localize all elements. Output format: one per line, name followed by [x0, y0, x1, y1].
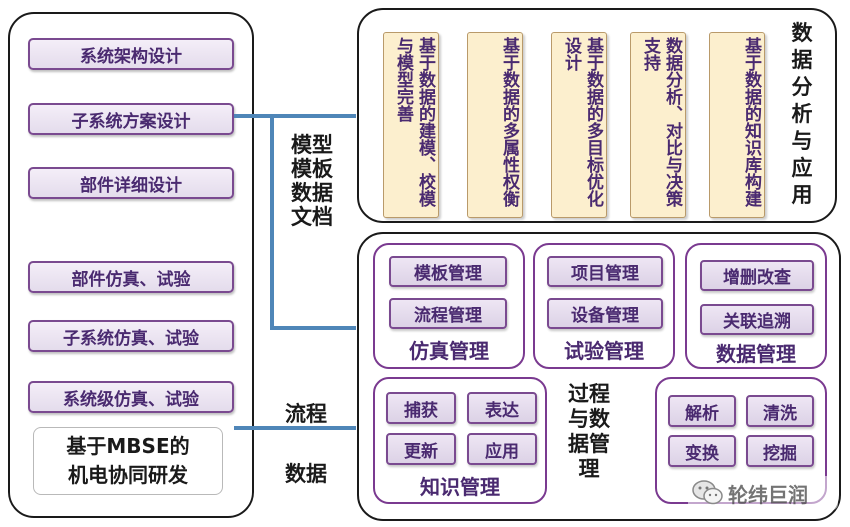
title-char-6: 应 [791, 156, 813, 180]
mbse-collaborative-rd-box: 基于MBSE的 机电协同研发 [33, 427, 223, 495]
data-management-title: 数据管理 [716, 342, 796, 366]
subsystem-simulation-test: 子系统仿真、试验 [28, 320, 234, 352]
data-label: 数据 [285, 462, 327, 486]
simulation-management-title: 仿真管理 [409, 339, 489, 363]
apply-button: 应用 [467, 433, 537, 465]
center-label-line2: 与数 [568, 407, 610, 431]
watermark: 轮纬巨润 [688, 476, 838, 510]
mbse-line2: 机电协同研发 [68, 463, 188, 487]
template-management-button: 模板管理 [389, 256, 507, 287]
data-management-group: 增删改查 关联追溯 数据管理 [685, 243, 827, 369]
title-char-3: 分 [791, 75, 813, 99]
equipment-management-button: 设备管理 [547, 298, 663, 329]
clean-button: 清洗 [746, 395, 814, 427]
column-modeling-text: 基于数据的建模、校模与模型完善 [393, 37, 435, 207]
process-label: 流程 [285, 402, 327, 426]
center-label-line3: 据管 [568, 432, 610, 456]
data-mining-group: 解析 清洗 变换 挖掘 [655, 377, 827, 504]
data-analysis-panel: 基于数据的建模、校模与模型完善 基于数据的多属性权衡 基于数据的多目标优化设计 … [357, 8, 837, 223]
column-multi-attribute-text: 基于数据的多属性权衡 [499, 37, 519, 207]
title-char-4: 析 [791, 102, 813, 126]
label-data: 数据 [291, 181, 333, 205]
transform-button: 变换 [668, 435, 736, 467]
update-button: 更新 [386, 433, 456, 465]
knowledge-management-group: 捕获 表达 更新 应用 知识管理 [373, 377, 547, 504]
crud-button: 增删改查 [700, 260, 814, 291]
knowledge-management-title: 知识管理 [420, 475, 500, 499]
column-knowledge-base-text: 基于数据的知识库构建 [741, 37, 761, 207]
column-decision-support-text: 数据分析、对比与决策支持 [640, 37, 682, 207]
system-architecture-design: 系统架构设计 [28, 38, 234, 70]
column-multi-objective-text: 基于数据的多目标优化设计 [561, 37, 603, 207]
column-modeling: 基于数据的建模、校模与模型完善 [383, 32, 439, 218]
label-model: 模型 [291, 133, 333, 157]
title-char-2: 据 [791, 48, 813, 72]
process-management-button: 流程管理 [389, 298, 507, 329]
wechat-icon [692, 480, 723, 505]
column-multi-attribute: 基于数据的多属性权衡 [467, 32, 523, 218]
label-document: 文档 [291, 205, 333, 229]
project-management-button: 项目管理 [547, 256, 663, 287]
connector-vertical [270, 116, 274, 330]
mining-button: 挖掘 [746, 435, 814, 467]
model-template-data-doc-label: 模型 模板 数据 文档 [288, 133, 336, 229]
column-multi-objective: 基于数据的多目标优化设计 [551, 32, 607, 218]
connector-bottom-horizontal [234, 426, 356, 430]
connector-mid-horizontal [270, 326, 356, 330]
express-button: 表达 [467, 392, 537, 424]
title-char-7: 用 [791, 183, 813, 207]
system-level-simulation-test: 系统级仿真、试验 [28, 381, 234, 413]
center-label-line1: 过程 [568, 382, 610, 406]
label-template: 模板 [291, 157, 333, 181]
capture-button: 捕获 [386, 392, 456, 424]
simulation-management-group: 模板管理 流程管理 仿真管理 [373, 243, 525, 369]
subsystem-scheme-design: 子系统方案设计 [28, 103, 234, 135]
component-detail-design: 部件详细设计 [28, 167, 234, 199]
watermark-text: 轮纬巨润 [728, 482, 808, 507]
column-knowledge-base: 基于数据的知识库构建 [709, 32, 765, 218]
column-decision-support: 数据分析、对比与决策支持 [630, 32, 686, 218]
test-management-group: 项目管理 设备管理 试验管理 [533, 243, 675, 369]
connector-top-horizontal [234, 114, 356, 118]
component-simulation-test: 部件仿真、试验 [28, 261, 234, 293]
center-label-line4: 理 [578, 457, 600, 481]
process-data-management-label: 过程 与数 据管 理 [559, 382, 619, 482]
process-data-management-panel: 模板管理 流程管理 仿真管理 项目管理 设备管理 试验管理 增删改查 关联追溯 … [357, 232, 841, 521]
traceability-button: 关联追溯 [700, 304, 814, 335]
title-char-5: 与 [791, 129, 813, 153]
title-char-1: 数 [791, 21, 813, 45]
data-analysis-title: 数 据 分 析 与 应 用 [787, 20, 817, 209]
parse-button: 解析 [668, 395, 736, 427]
test-management-title: 试验管理 [564, 339, 644, 363]
mbse-line1: 基于MBSE的 [66, 434, 190, 458]
